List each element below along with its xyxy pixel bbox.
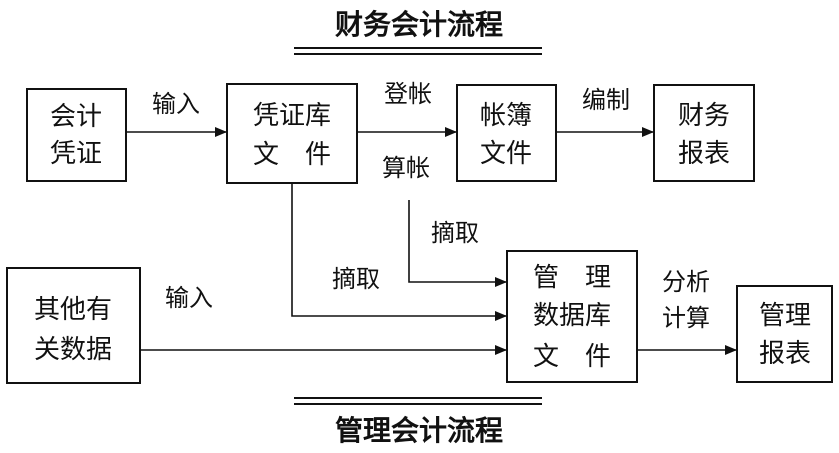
edge-label-input-bottom: 输入 xyxy=(165,284,213,312)
box-management-database-line3: 文 件 xyxy=(533,342,611,372)
box-voucher-database-line2: 文 件 xyxy=(253,140,331,170)
box-accounting-voucher-line2: 凭证 xyxy=(50,139,102,169)
box-management-report-line2: 报表 xyxy=(759,339,811,369)
edge-label-compile: 编制 xyxy=(582,86,630,114)
box-financial-report-line1: 财务 xyxy=(678,101,730,131)
box-management-database xyxy=(506,250,638,383)
title-management-accounting: 管理会计流程 xyxy=(335,414,503,447)
box-accounting-voucher xyxy=(26,88,127,182)
edge-label-input-top: 输入 xyxy=(152,90,200,118)
edge-label-analyze: 分析 xyxy=(662,268,710,296)
box-ledger-file xyxy=(456,84,557,182)
box-other-data xyxy=(6,267,141,384)
box-management-report xyxy=(736,285,833,383)
edge-label-calculate: 计算 xyxy=(662,304,710,332)
arrow-database-extract-to-management xyxy=(291,183,507,321)
box-accounting-voucher-line1: 会计 xyxy=(50,102,102,132)
box-ledger-file-line2: 文件 xyxy=(480,139,532,169)
arrow-ledger-extract-to-management xyxy=(408,200,507,287)
edge-label-calc: 算帐 xyxy=(382,154,430,182)
box-other-data-line2: 关数据 xyxy=(34,335,112,365)
box-management-report-line1: 管理 xyxy=(759,301,811,331)
box-management-database-line2: 数据库 xyxy=(533,301,611,331)
box-voucher-database-line1: 凭证库 xyxy=(253,101,331,131)
box-other-data-line1: 其他有 xyxy=(34,295,112,325)
edge-label-extract-left: 摘取 xyxy=(332,265,380,293)
edge-label-post: 登帐 xyxy=(384,80,432,108)
edge-label-extract-right: 摘取 xyxy=(431,219,479,247)
box-financial-report-line2: 报表 xyxy=(678,139,730,169)
title-financial-accounting: 财务会计流程 xyxy=(335,8,503,41)
box-management-database-line1: 管 理 xyxy=(533,263,611,293)
box-financial-report xyxy=(653,84,755,182)
box-ledger-file-line1: 帐簿 xyxy=(480,101,532,131)
